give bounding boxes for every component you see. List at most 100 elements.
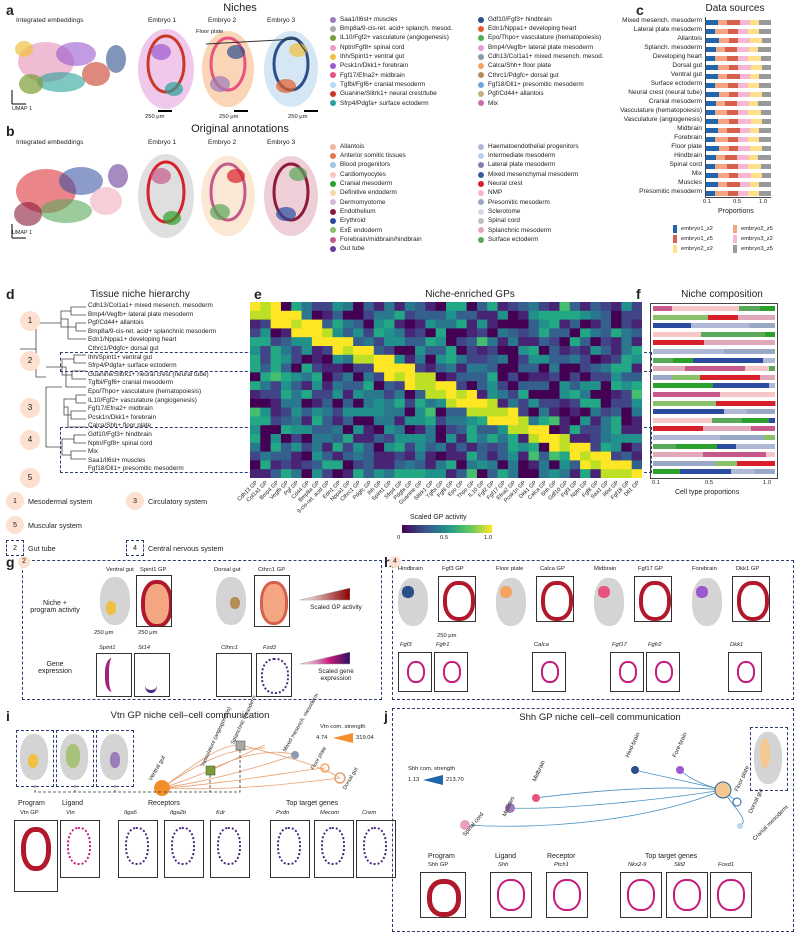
heatmap-cell (373, 381, 385, 391)
heatmap-cell (518, 372, 529, 382)
legend-a-label: Saa1/Il6st+ muscles (340, 15, 398, 23)
heatmap-cell (260, 328, 272, 338)
legend-a-label: Guanine/Slitrk1+ neural crest/tube (340, 90, 437, 98)
heatmap-cell (373, 442, 385, 452)
heatmap-cell (497, 398, 509, 408)
panel-label-j: j (384, 708, 388, 724)
heatmap-cell (549, 363, 560, 373)
h-gp-tile (634, 576, 672, 622)
legend-dot-icon (478, 180, 484, 187)
heatmap-cell (487, 328, 498, 338)
h-gene-signal (619, 661, 637, 683)
heatmap-cell (280, 346, 292, 356)
heatmap-cell (311, 319, 323, 329)
panel-b-title: Original annotations (191, 123, 289, 135)
legend-dot-icon (478, 35, 484, 42)
legend-b-label: Splanchnic mesoderm (488, 226, 552, 234)
c-bar (706, 20, 771, 25)
heatmap-cell (569, 363, 581, 373)
i-embryo3 (100, 734, 128, 780)
heatmap-cell (446, 460, 457, 470)
f-bar-segment (672, 306, 740, 311)
heatmap-cell (435, 363, 447, 373)
heatmap-cell (507, 310, 519, 320)
legend-dot-icon (330, 72, 336, 79)
j-node-floor-plate (714, 781, 732, 799)
heatmap-cell (250, 398, 261, 408)
heatmap-cell (569, 337, 581, 347)
heatmap-cell (363, 451, 375, 461)
heatmap-cell (425, 363, 437, 373)
heatmap-cell (425, 372, 437, 382)
heatmap-cell (260, 460, 272, 470)
heatmap-cell (466, 328, 478, 338)
f-bar-segment (703, 426, 751, 432)
heatmap-cell (301, 363, 313, 373)
f-bar-segment (653, 314, 708, 320)
legend-dot-icon (330, 227, 336, 234)
f-bar-segment (707, 314, 738, 320)
c-bar-segment (726, 164, 739, 169)
panel-a-integrated-label: Integrated embeddings (16, 17, 84, 24)
i-tile (314, 820, 354, 878)
heatmap-cell (394, 460, 406, 470)
heatmap-cell (538, 381, 550, 391)
heatmap-cell (260, 407, 272, 417)
heatmap-cell (415, 372, 426, 382)
c-bar-segment (737, 101, 749, 106)
d-leaf: Pcsk1n/Dkk1+ forebrain (88, 413, 157, 421)
j-node-cranial (737, 823, 743, 829)
c-bar (706, 83, 771, 88)
c-bar (706, 137, 771, 142)
legend-dot-icon (478, 100, 484, 107)
heatmap-cell (425, 451, 437, 461)
c-bar-segment (761, 173, 771, 178)
embryo-b-2 (201, 156, 255, 236)
heatmap-cell (497, 469, 509, 478)
heatmap-cell (631, 363, 642, 373)
heatmap-cell (342, 451, 354, 461)
heatmap-cell (415, 398, 426, 408)
heatmap-cell (631, 416, 642, 426)
legend-b-item: Cardiomyocytes (330, 170, 422, 179)
heatmap-cell (353, 398, 364, 408)
legend-a-item: Calca/Shh+ floor plate (478, 61, 604, 70)
h-highlight (402, 586, 414, 598)
c-bar-segment (725, 47, 738, 52)
c-bar-segment (738, 164, 748, 169)
g-scale1: 250 μm (94, 630, 114, 636)
heatmap-cell (342, 346, 354, 356)
heatmap-cell (394, 319, 406, 329)
heatmap-cell (425, 310, 437, 320)
heatmap-cell (487, 434, 498, 444)
heatmap-cell (569, 372, 581, 382)
j-node-dorsal-gut (732, 797, 742, 807)
c-legend-label: embryo2_z2 (681, 246, 713, 253)
heatmap-cell (415, 354, 426, 364)
panel-label-c: c (636, 2, 644, 18)
heatmap-cell (476, 416, 488, 426)
heatmap-cell (590, 416, 602, 426)
c-bar (706, 65, 771, 70)
c-tick-1: 0.5 (733, 199, 742, 205)
heatmap-cell (476, 390, 488, 400)
heatmap-cell (373, 310, 385, 320)
f-bar-segment (768, 417, 775, 423)
heatmap-cell (353, 346, 364, 356)
c-bar-segment (706, 128, 718, 133)
f-bar (653, 331, 775, 337)
c-xlabel: Proportions (718, 208, 754, 215)
legend-b-item: Lateral plate mesoderm (478, 161, 579, 170)
f-bar-segment (750, 426, 775, 432)
heatmap-cell (456, 381, 468, 391)
heatmap-cell (404, 310, 416, 320)
h-gp-label: Fgf3 GP (442, 566, 464, 572)
legend-dot-icon (330, 236, 336, 243)
heatmap-cell (260, 442, 272, 452)
c-bar-segment (706, 137, 716, 142)
legend-square-icon (673, 245, 677, 254)
heatmap-cell (580, 425, 591, 435)
legend-dot-icon (330, 16, 336, 23)
heatmap-cell (311, 381, 323, 391)
heatmap-cell (487, 381, 498, 391)
